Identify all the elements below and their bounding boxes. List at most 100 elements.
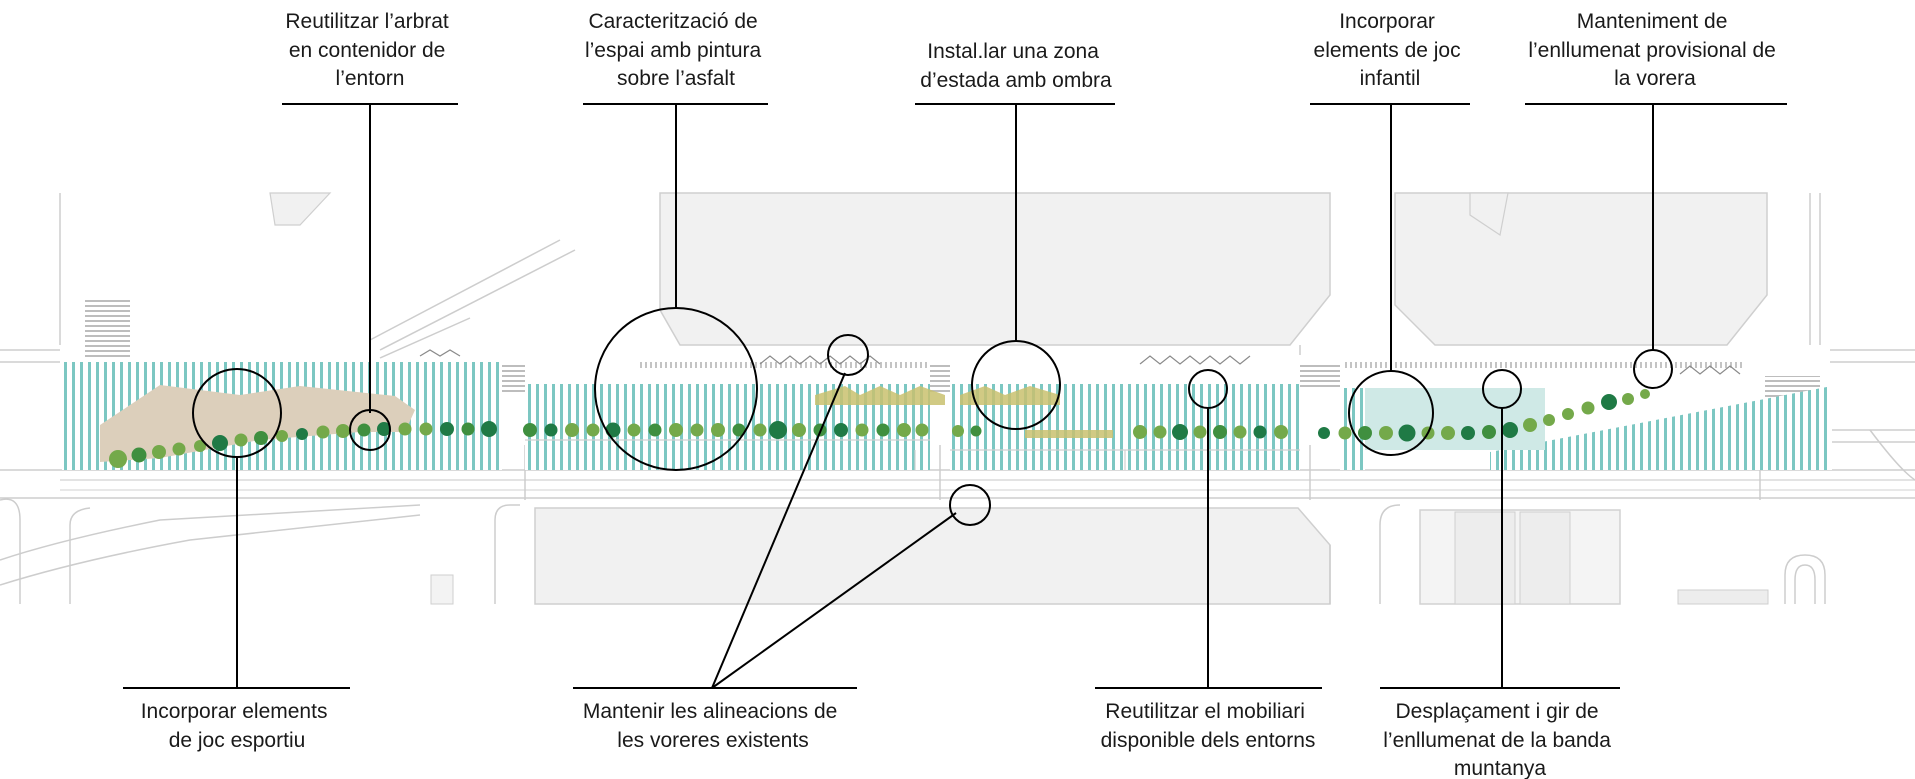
building-block [430, 574, 454, 605]
crosswalk [1345, 362, 1745, 368]
tree [586, 423, 600, 437]
callout-marker [949, 484, 991, 526]
tree [254, 431, 268, 445]
tree [897, 423, 911, 437]
callout-labels-bottom: Incorporar elements de joc esportiu Mant… [141, 700, 1617, 779]
tree [544, 423, 558, 437]
building-block [1454, 511, 1516, 605]
tree [234, 433, 248, 447]
tree [1601, 394, 1617, 410]
tree [336, 424, 350, 438]
tree [1358, 426, 1372, 440]
tree [605, 422, 621, 438]
callout-marker [192, 368, 282, 458]
building-block [659, 192, 1331, 346]
tree [1523, 418, 1537, 432]
callout-text-sports-play: Incorporar elements de joc esportiu [141, 700, 334, 752]
tree [1133, 425, 1147, 439]
crosswalk [1300, 362, 1340, 390]
callout-text-reuse-trees: Reutilitzar l’arbrat en contenidor de l’… [285, 10, 454, 90]
tree [1153, 425, 1167, 439]
tree [481, 421, 497, 437]
tree [1461, 426, 1475, 440]
tree [357, 423, 371, 437]
callout-marker [1633, 349, 1673, 389]
tree [276, 430, 288, 442]
crosswalk [640, 362, 930, 368]
callout-marker [1348, 370, 1434, 456]
tree [952, 425, 964, 437]
callout-marker [1482, 369, 1522, 409]
tree [1482, 425, 1496, 439]
tree [565, 423, 579, 437]
tree [1274, 425, 1288, 439]
crosswalk [930, 362, 950, 392]
tree [461, 422, 475, 436]
tree [1640, 389, 1650, 399]
tree [792, 423, 806, 437]
tree [523, 423, 537, 437]
tree [753, 423, 767, 437]
tree [769, 421, 787, 439]
shade-structures [815, 386, 1113, 438]
tree [690, 423, 704, 437]
callout-text-provisional-lighting: Manteniment de l’enllumenat provisional … [1528, 10, 1781, 90]
tree [316, 425, 330, 439]
building-block [1394, 192, 1768, 346]
tree [1213, 425, 1227, 439]
callout-text-asphalt-paint: Caracterització de l’espai amb pintura s… [585, 10, 767, 90]
tree [1379, 426, 1393, 440]
tree [440, 422, 454, 436]
tree [194, 440, 206, 452]
tree [970, 425, 982, 437]
callout-marker [349, 409, 391, 451]
tree [172, 442, 186, 456]
tree [1253, 425, 1267, 439]
building-block [269, 192, 332, 226]
callout-marker [1188, 369, 1228, 409]
tree [419, 422, 433, 436]
tree [834, 423, 848, 437]
tree [1562, 408, 1574, 420]
tree [627, 423, 641, 437]
callout-text-children-play: Incorporar elements de joc infantil [1314, 10, 1467, 90]
building-block [534, 507, 1331, 605]
tree [152, 445, 166, 459]
tree [648, 423, 662, 437]
crosswalk [85, 300, 130, 360]
tree [377, 422, 391, 436]
building-block [1519, 511, 1571, 605]
tree [1338, 426, 1352, 440]
tree [1318, 427, 1330, 439]
callout-text-shade-zone: Instal.lar una zona d’estada amb ombra [920, 40, 1112, 92]
callout-marker [827, 334, 869, 376]
tree [398, 422, 412, 436]
callout-text-move-lighting: Desplaçament i gir de l’enllumenat de la… [1383, 700, 1617, 779]
tree [131, 447, 147, 463]
callout-leaders [123, 103, 1787, 689]
callout-text-reuse-furniture: Reutilitzar el mobiliari disponible dels… [1101, 700, 1316, 752]
intervention-band [62, 362, 1832, 470]
tree-row [109, 389, 1650, 468]
callout-marker [971, 340, 1061, 430]
tree [915, 423, 929, 437]
tree [732, 423, 746, 437]
tree [1543, 414, 1555, 426]
tree [1502, 422, 1518, 438]
tree [1581, 401, 1595, 415]
tree [1172, 424, 1188, 440]
base-plan [0, 192, 1915, 605]
tree [212, 435, 228, 451]
tree [1398, 424, 1416, 442]
tree [855, 423, 869, 437]
tree [1233, 425, 1247, 439]
tree [1441, 426, 1455, 440]
tree [876, 423, 890, 437]
tree [1193, 425, 1207, 439]
callout-text-keep-alignments: Mantenir les alineacions de les voreres … [583, 700, 843, 752]
tree [669, 423, 683, 437]
tree [711, 423, 725, 437]
building-block [1469, 192, 1509, 237]
tree [1622, 393, 1634, 405]
